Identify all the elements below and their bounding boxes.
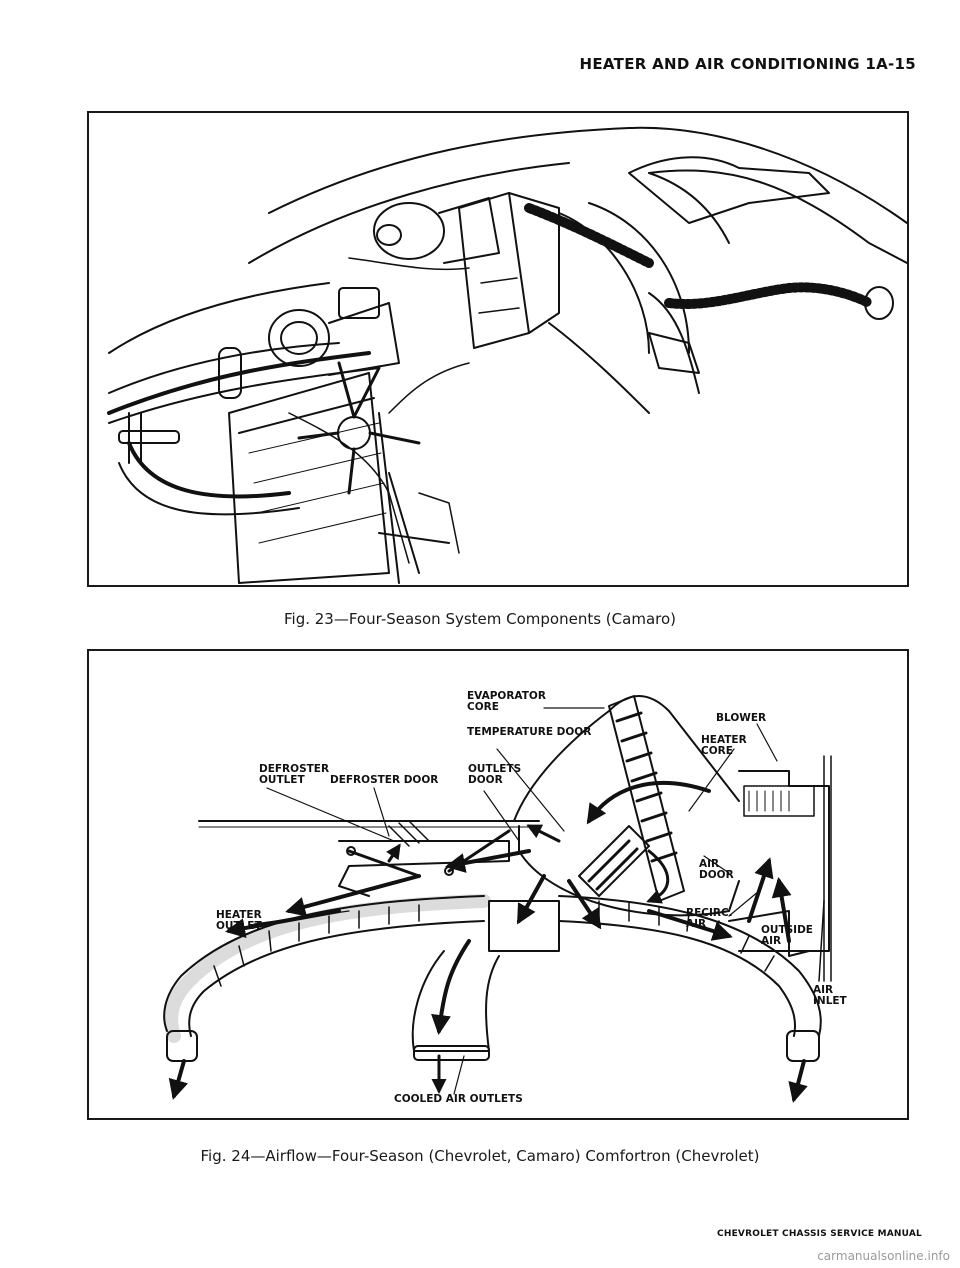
label-outlets-door: OUTLETS DOOR: [468, 763, 522, 786]
engine-compartment-drawing: [107, 126, 907, 584]
figure-24-illustration: EVAPORATOR CORE TEMPERATURE DOOR BLOWER …: [87, 649, 909, 1120]
figure-24-caption: Fig. 24—Airflow—Four-Season (Chevrolet, …: [200, 1147, 760, 1165]
label-air-door: AIR DOOR: [699, 858, 734, 881]
label-cooled-air-outlets: COOLED AIR OUTLETS: [394, 1093, 523, 1105]
label-defroster-door: DEFROSTER DOOR: [330, 774, 439, 786]
manual-footer: CHEVROLET CHASSIS SERVICE MANUAL: [717, 1229, 922, 1239]
label-blower: BLOWER: [716, 712, 767, 724]
label-air-inlet: AIR INLET: [813, 984, 847, 1007]
label-temperature-door: TEMPERATURE DOOR: [467, 726, 592, 738]
figure-23-caption: Fig. 23—Four-Season System Components (C…: [283, 610, 676, 628]
page-header: HEATER AND AIR CONDITIONING 1A-15: [579, 55, 916, 73]
label-defroster-outlet: DEFROSTER OUTLET: [259, 763, 330, 786]
figure-23-illustration: [87, 111, 909, 587]
label-outside-air: OUTSIDE AIR: [761, 924, 813, 947]
label-heater-outlet: HEATER OUTLET: [216, 909, 262, 932]
label-evaporator-core: EVAPORATOR CORE: [467, 690, 546, 713]
airflow-diagram: [163, 695, 832, 1103]
watermark: carmanualsonline.info: [817, 1249, 950, 1263]
label-heater-core: HEATER CORE: [701, 734, 747, 757]
label-recirc-air: RECIRC. AIR: [686, 907, 733, 930]
